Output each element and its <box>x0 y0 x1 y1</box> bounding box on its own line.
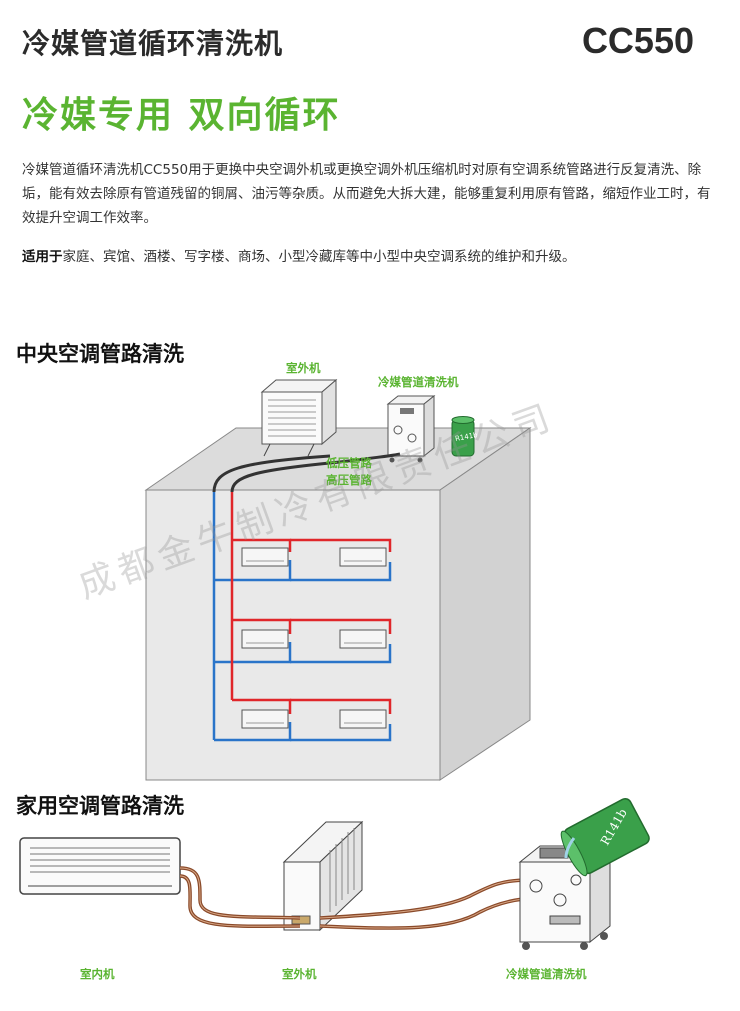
page-title: 冷媒管道循环清洗机 <box>22 27 284 60</box>
applicable-text: 家庭、宾馆、酒楼、写字楼、商场、小型冷藏库等中小型中央空调系统的维护和升级。 <box>62 249 576 265</box>
pouring-liquid <box>564 837 576 859</box>
label-low-pressure: 低压管路 <box>326 456 372 470</box>
home-indoor-unit <box>19 837 181 895</box>
roof-cleaner-machine <box>386 394 436 463</box>
label-roof-outdoor-unit: 室外机 <box>286 361 321 375</box>
label-home-outdoor-unit: 室外机 <box>282 967 317 981</box>
low-pressure-pipes <box>212 492 392 742</box>
label-roof-cleaner: 冷媒管道清洗机 <box>378 375 459 389</box>
label-home-indoor-unit: 室内机 <box>80 967 115 981</box>
roof-outdoor-unit <box>260 378 338 457</box>
central-ac-heading: 中央空调管路清洗 <box>16 342 184 366</box>
applicable-scope: 适用于家庭、宾馆、酒楼、写字楼、商场、小型冷藏库等中小型中央空调系统的维护和升级… <box>22 245 722 269</box>
building-side <box>439 427 531 781</box>
roof-r141b-tank <box>451 416 475 457</box>
home-ac-heading: 家用空调管路清洗 <box>16 794 184 818</box>
copper-pipes-highlight <box>179 867 541 929</box>
slogan: 冷媒专用 双向循环 <box>22 95 341 136</box>
product-description: 冷媒管道循环清洗机CC550用于更换中央空调外机或更换空调外机压缩机时对原有空调… <box>22 162 711 226</box>
high-pressure-pipes <box>230 492 392 714</box>
model-number: CC550 <box>581 20 694 61</box>
applicable-label: 适用于 <box>22 249 63 265</box>
home-r141b-tank <box>560 797 650 877</box>
label-high-pressure: 高压管路 <box>326 473 372 487</box>
label-home-cleaner: 冷媒管道清洗机 <box>506 967 587 981</box>
home-outdoor-unit <box>282 820 364 932</box>
